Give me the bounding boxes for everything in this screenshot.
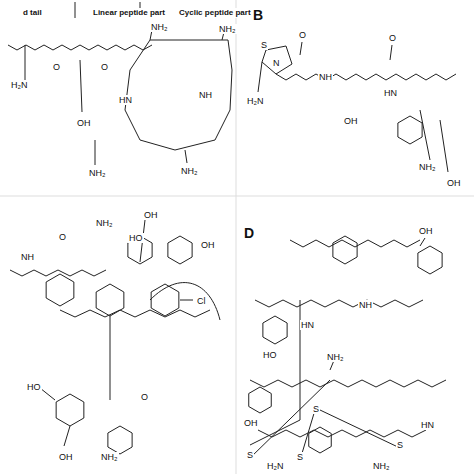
atom-label: O	[52, 62, 61, 72]
atom-label: HO	[128, 233, 144, 243]
atom-label: N	[272, 58, 281, 68]
atom-label: NH₂	[150, 22, 169, 32]
atom-label: NH₂	[418, 162, 437, 172]
atom-label: O	[100, 62, 109, 72]
atom-label: S	[246, 450, 254, 460]
atom-label: NH₂	[180, 166, 199, 176]
atom-label: O	[140, 392, 149, 402]
atom-label: O	[58, 232, 67, 242]
atom-label: H₂N	[10, 80, 29, 90]
atom-label: O	[388, 33, 397, 43]
atom-label: HO	[26, 382, 42, 392]
atom-label: OH	[143, 210, 159, 220]
atom-label: Cl	[196, 296, 207, 306]
atom-label: HN	[300, 320, 315, 330]
atom-label: S	[396, 440, 404, 450]
atom-label: NH₂	[95, 218, 114, 228]
part-heading: d tail	[22, 8, 43, 18]
atom-label: HN	[383, 88, 398, 98]
atom-label: NH₂	[372, 461, 391, 471]
atom-label: S	[312, 404, 320, 414]
atom-label: NH₂	[326, 352, 345, 362]
atom-label: HN	[118, 95, 133, 105]
part-heading: Linear peptide part	[92, 8, 166, 18]
atom-label: H₂N	[246, 96, 265, 106]
atom-label: NH	[358, 300, 373, 310]
panel-letter: B	[252, 8, 264, 23]
atom-label: OH	[200, 240, 216, 250]
atom-label: OH	[58, 452, 74, 462]
atom-label: NH	[198, 90, 213, 100]
panel-letter: D	[243, 226, 255, 241]
atom-label: OH	[243, 418, 259, 428]
atom-label: OH	[76, 118, 92, 128]
atom-label: HO	[262, 350, 278, 360]
atom-label: OH	[418, 226, 434, 236]
atom-label: NH₂	[218, 24, 237, 34]
atom-label: NH	[20, 252, 35, 262]
atom-label: H₂N	[266, 461, 285, 471]
atom-label: NH	[318, 72, 333, 82]
atom-label: NH₂	[100, 452, 119, 462]
atom-label: S	[296, 452, 304, 462]
atom-label: OH	[446, 178, 462, 188]
atom-label: NH₂	[88, 168, 107, 178]
atom-label: S	[260, 40, 268, 50]
part-heading: Cyclic peptide part	[178, 8, 252, 18]
atom-label: OH	[343, 116, 359, 126]
atom-label: HN	[420, 420, 435, 430]
atom-label: O	[298, 30, 307, 40]
